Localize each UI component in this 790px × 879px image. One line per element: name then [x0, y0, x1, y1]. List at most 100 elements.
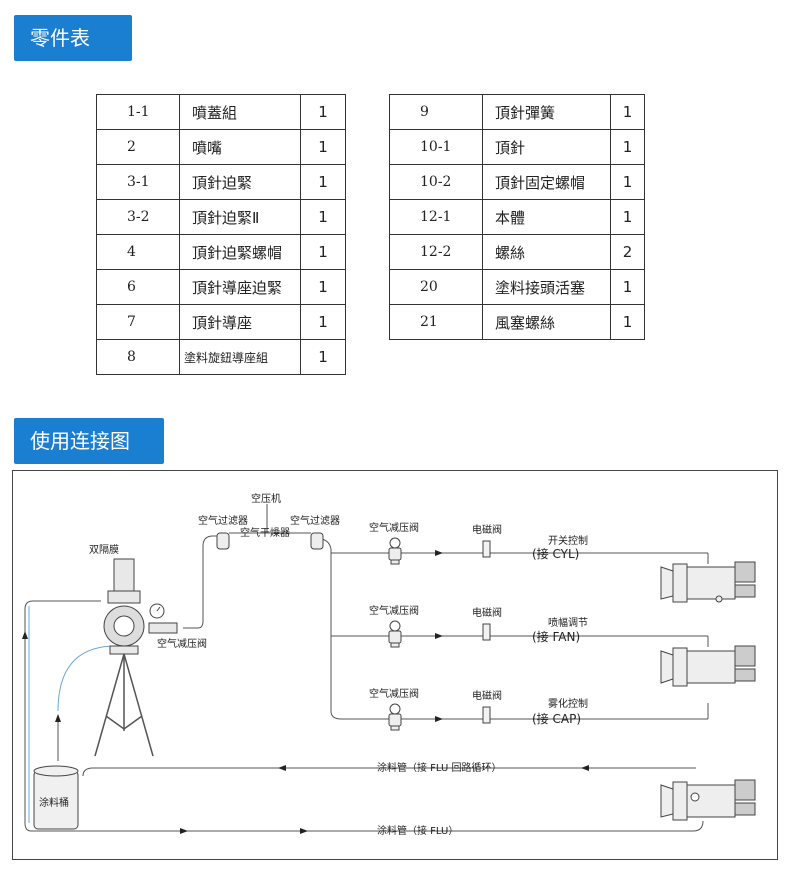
spray-gun-1-icon — [660, 561, 756, 603]
part-quantity: 1 — [300, 269, 346, 305]
part-quantity: 1 — [610, 164, 645, 200]
air-filter-left-label: 空气过滤器 — [198, 514, 248, 527]
part-quantity: 1 — [300, 234, 346, 270]
part-quantity: 1 — [300, 199, 346, 235]
spray-gun-3-icon — [660, 779, 756, 821]
part-name: 頂針固定螺帽 — [482, 164, 611, 200]
solenoid-2-label: 电磁阀 — [472, 606, 502, 619]
line-1-control-label: 开关控制 — [548, 534, 588, 547]
part-name: 頂針迫緊Ⅱ — [179, 199, 301, 235]
part-number: 2 — [96, 129, 180, 165]
part-number: 10-1 — [389, 129, 483, 165]
part-quantity: 1 — [610, 199, 645, 235]
line-2-connect-label: (接 FAN) — [532, 629, 580, 644]
part-number: 9 — [389, 94, 483, 130]
paint-bucket-label: 涂料桶 — [39, 796, 69, 809]
diaphragm-pump-icon — [103, 558, 145, 655]
regulator-3-label: 空气减压阀 — [369, 687, 419, 700]
part-name: 風塞螺絲 — [482, 304, 611, 340]
part-name: 頂針彈簧 — [482, 94, 611, 130]
spray-gun-2-icon — [660, 645, 756, 687]
part-name: 螺絲 — [482, 234, 611, 270]
part-number: 1-1 — [96, 94, 180, 130]
solenoid-1-icon — [482, 540, 491, 558]
part-number: 7 — [96, 304, 180, 340]
part-number: 3-2 — [96, 199, 180, 235]
part-number: 10-2 — [389, 164, 483, 200]
paint-bucket-icon — [33, 765, 79, 830]
part-quantity: 1 — [300, 94, 346, 130]
regulator-1-label: 空气减压阀 — [369, 521, 419, 534]
part-quantity: 2 — [610, 234, 645, 270]
return-pipe-label: 涂料管（接 FLU 回路循环） — [377, 761, 502, 774]
supply-pipe-label: 涂料管（接 FLU） — [377, 824, 458, 837]
part-name: 噴蓋組 — [179, 94, 301, 130]
air-dryer-label: 空气干燥器 — [240, 526, 290, 539]
part-number: 20 — [389, 269, 483, 305]
part-quantity: 1 — [300, 164, 346, 200]
part-name: 頂針 — [482, 129, 611, 165]
part-name: 頂針導座迫緊 — [179, 269, 301, 305]
air-filter-right-label: 空气过滤器 — [290, 514, 340, 527]
part-quantity: 1 — [300, 129, 346, 165]
air-filter-right-icon — [310, 532, 324, 550]
part-number: 3-1 — [96, 164, 180, 200]
line-3-connect-label: (接 CAP) — [532, 711, 581, 726]
part-name: 本體 — [482, 199, 611, 235]
pump-regulator-label: 空气减压阀 — [157, 637, 207, 650]
part-name: 噴嘴 — [179, 129, 301, 165]
tripod-stand-icon — [94, 653, 154, 757]
compressor-label: 空压机 — [251, 492, 281, 505]
part-name: 頂針迫緊 — [179, 164, 301, 200]
connection-diagram: 空压机 空气过滤器 空气过滤器 空气干燥器 双隔膜 — [12, 470, 778, 860]
part-number: 4 — [96, 234, 180, 270]
solenoid-3-label: 电磁阀 — [472, 689, 502, 702]
air-filter-left-icon — [216, 532, 230, 550]
part-number: 12-1 — [389, 199, 483, 235]
regulator-2-icon — [388, 620, 402, 648]
regulator-2-label: 空气减压阀 — [369, 604, 419, 617]
line-3-control-label: 雾化控制 — [548, 697, 588, 710]
part-quantity: 1 — [300, 304, 346, 340]
part-quantity: 1 — [610, 269, 645, 305]
part-name: 頂針導座 — [179, 304, 301, 340]
part-quantity: 1 — [610, 129, 645, 165]
part-number: 21 — [389, 304, 483, 340]
part-quantity: 1 — [610, 304, 645, 340]
pump-regulator-gauge-icon — [148, 603, 178, 634]
line-1-connect-label: (接 CYL) — [532, 546, 579, 561]
part-number: 6 — [96, 269, 180, 305]
part-number: 8 — [96, 339, 180, 375]
part-name: 塗料旋鈕導座組 — [179, 339, 301, 375]
solenoid-1-label: 电磁阀 — [472, 523, 502, 536]
regulator-3-icon — [388, 703, 402, 731]
usage-diagram-title: 使用连接图 — [14, 418, 164, 464]
solenoid-2-icon — [482, 623, 491, 641]
part-name: 塗料接頭活塞 — [482, 269, 611, 305]
diaphragm-pump-label: 双隔膜 — [89, 544, 119, 556]
part-quantity: 1 — [610, 94, 645, 130]
regulator-1-icon — [388, 537, 402, 565]
parts-list-title: 零件表 — [14, 15, 132, 61]
part-quantity: 1 — [300, 339, 346, 375]
line-2-control-label: 喷幅调节 — [548, 616, 588, 629]
part-name: 頂針迫緊螺帽 — [179, 234, 301, 270]
part-number: 12-2 — [389, 234, 483, 270]
